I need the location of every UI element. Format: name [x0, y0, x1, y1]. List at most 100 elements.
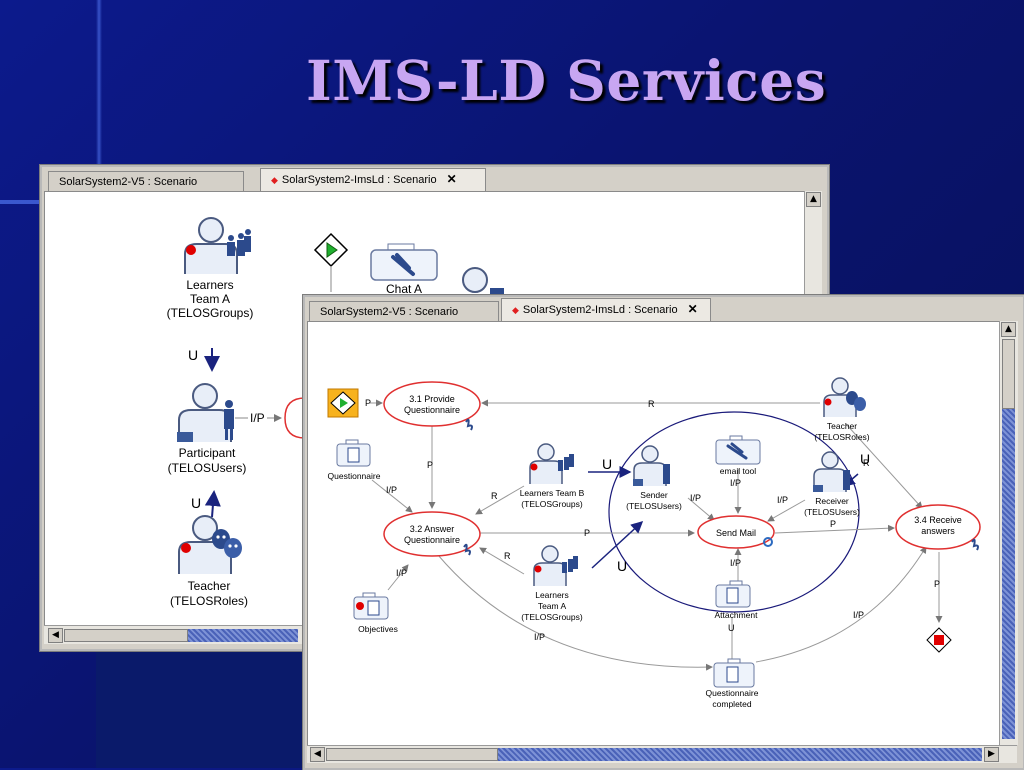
wrench-icon — [726, 442, 748, 460]
node-label: Learners — [186, 278, 233, 292]
close-tab-icon[interactable]: ✕ — [446, 172, 457, 186]
briefcase-icon — [177, 432, 193, 442]
scrollbar-thumb[interactable] — [326, 748, 498, 761]
svg-text:Teacher: Teacher — [827, 421, 857, 431]
end-diamond-icon[interactable] — [926, 627, 952, 653]
actor-learners-team-b[interactable]: Learners Team B (TELOSGroups) — [520, 443, 585, 509]
chat-tool-node[interactable]: Chat A — [370, 243, 438, 296]
tab-solarsystem-imsld[interactable]: ◆SolarSystem2-ImsLd : Scenario✕ — [501, 298, 711, 321]
svg-text:3.4 Receive: 3.4 Receive — [914, 515, 962, 525]
svg-text:Questionnaire: Questionnaire — [706, 688, 759, 698]
svg-text:P: P — [365, 398, 371, 408]
edge-u — [204, 490, 221, 518]
actor-receiver[interactable]: Receiver (TELOSUsers) — [804, 451, 860, 517]
svg-text:R: R — [504, 551, 511, 561]
gear-icon — [763, 537, 773, 547]
scroll-left-button[interactable]: ◀ — [310, 747, 325, 762]
actor-sender[interactable]: Sender (TELOSUsers) — [626, 445, 682, 511]
tab-solarsystem-v5[interactable]: SolarSystem2-V5 : Scenario — [48, 171, 244, 191]
figure-icon — [465, 418, 473, 431]
activity-send-mail[interactable]: Send Mail — [697, 515, 775, 549]
resource-email-tool[interactable]: email tool — [715, 435, 761, 476]
edge-labels-u: U U U — [602, 451, 870, 574]
figure-icon — [463, 543, 471, 556]
svg-text:P: P — [830, 519, 836, 529]
svg-text:Questionnaire: Questionnaire — [328, 471, 381, 481]
svg-text:Team A: Team A — [538, 601, 567, 611]
send-mail-service-boundary — [608, 411, 860, 613]
scrollbar-thumb[interactable] — [1002, 339, 1015, 409]
edges — [370, 399, 943, 671]
node-label: (TELOSUsers) — [168, 461, 247, 475]
node-label: (TELOSGroups) — [167, 306, 254, 320]
node-label: Chat A — [386, 282, 422, 296]
start-diamond-icon[interactable] — [327, 388, 359, 418]
svg-text:I/P: I/P — [534, 632, 545, 642]
slide-title: IMS-LD Services — [306, 48, 827, 113]
svg-text:Objectives: Objectives — [358, 624, 398, 634]
svg-text:P: P — [584, 528, 590, 538]
svg-text:R: R — [491, 491, 498, 501]
edge-label: U — [191, 495, 201, 511]
teacher-node[interactable]: Teacher (TELOSRoles) — [170, 515, 248, 608]
red-marker-icon — [186, 245, 196, 255]
svg-text:Sender: Sender — [640, 490, 668, 500]
edge-labels: P R P I/P R P R I/P I/P I/P R I/P I/P I/… — [365, 398, 940, 642]
svg-text:I/P: I/P — [853, 610, 864, 620]
group-icon — [227, 229, 251, 256]
resource-objectives[interactable]: Objectives — [353, 592, 398, 634]
svg-text:Learners: Learners — [535, 590, 569, 600]
user-icon — [224, 400, 234, 440]
svg-text:I/P: I/P — [396, 568, 407, 578]
group-icon — [562, 556, 578, 573]
briefcase-icon — [813, 485, 823, 492]
svg-text:P: P — [427, 460, 433, 470]
tab-solarsystem-v5[interactable]: SolarSystem2-V5 : Scenario — [309, 301, 499, 321]
svg-text:I/P: I/P — [777, 495, 788, 505]
scroll-right-button[interactable]: ▶ — [984, 747, 999, 762]
activity-answer-questionnaire[interactable]: 3.2 Answer Questionnaire — [383, 511, 481, 557]
svg-text:Learners Team B: Learners Team B — [520, 488, 585, 498]
resource-questionnaire[interactable]: Questionnaire — [328, 439, 381, 481]
start-diamond-icon[interactable] — [313, 232, 349, 292]
scrollbar-thumb[interactable] — [64, 629, 188, 642]
close-tab-icon[interactable]: ✕ — [687, 302, 698, 316]
resource-questionnaire-completed[interactable]: Questionnaire completed — [706, 658, 759, 709]
actor-partial-node — [462, 267, 504, 298]
svg-text:I/P: I/P — [386, 485, 397, 495]
scenario-window-front: SolarSystem2-V5 : Scenario ◆SolarSystem2… — [303, 295, 1024, 770]
svg-text:(TELOSGroups): (TELOSGroups) — [521, 499, 583, 509]
tab-solarsystem-imsld[interactable]: ◆SolarSystem2-ImsLd : Scenario✕ — [260, 168, 486, 191]
scroll-up-button[interactable]: ▲ — [1001, 322, 1016, 337]
svg-text:3.1 Provide: 3.1 Provide — [409, 394, 455, 404]
scroll-up-button[interactable]: ▲ — [806, 192, 821, 207]
svg-text:Attachment: Attachment — [715, 610, 759, 620]
user-icon — [843, 470, 850, 490]
activity-provide-questionnaire[interactable]: 3.1 Provide Questionnaire — [383, 381, 481, 431]
scroll-left-button[interactable]: ◀ — [48, 628, 63, 643]
user-icon — [663, 464, 670, 484]
tab-bar: SolarSystem2-V5 : Scenario ◆SolarSystem2… — [305, 297, 1023, 321]
figure-icon — [971, 538, 979, 551]
learners-team-a-node[interactable]: Learners Team A (TELOSGroups) — [167, 217, 254, 320]
svg-text:(TELOSUsers): (TELOSUsers) — [804, 507, 860, 517]
vertical-scrollbar[interactable]: ▲ — [999, 321, 1018, 745]
resource-attachment[interactable]: Attachment — [715, 580, 759, 620]
actor-learners-team-a[interactable]: Learners Team A (TELOSGroups) — [521, 545, 583, 622]
scenario-canvas[interactable]: P R P I/P R P R I/P I/P I/P R I/P I/P I/… — [307, 321, 1001, 747]
horizontal-scrollbar[interactable]: ◀ ▶ — [307, 745, 1017, 763]
svg-text:(TELOSUsers): (TELOSUsers) — [626, 501, 682, 511]
node-label: (TELOSRoles) — [170, 594, 248, 608]
tab-label: SolarSystem2-ImsLd : Scenario — [281, 174, 437, 186]
scrollbar-track — [1002, 409, 1015, 739]
svg-text:email tool: email tool — [720, 466, 756, 476]
svg-text:I/P: I/P — [730, 558, 741, 568]
activity-receive-answers[interactable]: 3.4 Receive answers — [895, 504, 981, 551]
svg-text:R: R — [648, 399, 655, 409]
svg-text:I/P: I/P — [690, 493, 701, 503]
slide-decoration-horizontal — [0, 200, 60, 204]
participant-node[interactable]: Participant (TELOSUsers) — [168, 383, 247, 475]
svg-text:(TELOSGroups): (TELOSGroups) — [521, 612, 583, 622]
tab-bar: SolarSystem2-V5 : Scenario ◆SolarSystem2… — [42, 167, 827, 191]
actor-teacher[interactable]: Teacher (TELOSRoles) — [814, 377, 870, 442]
